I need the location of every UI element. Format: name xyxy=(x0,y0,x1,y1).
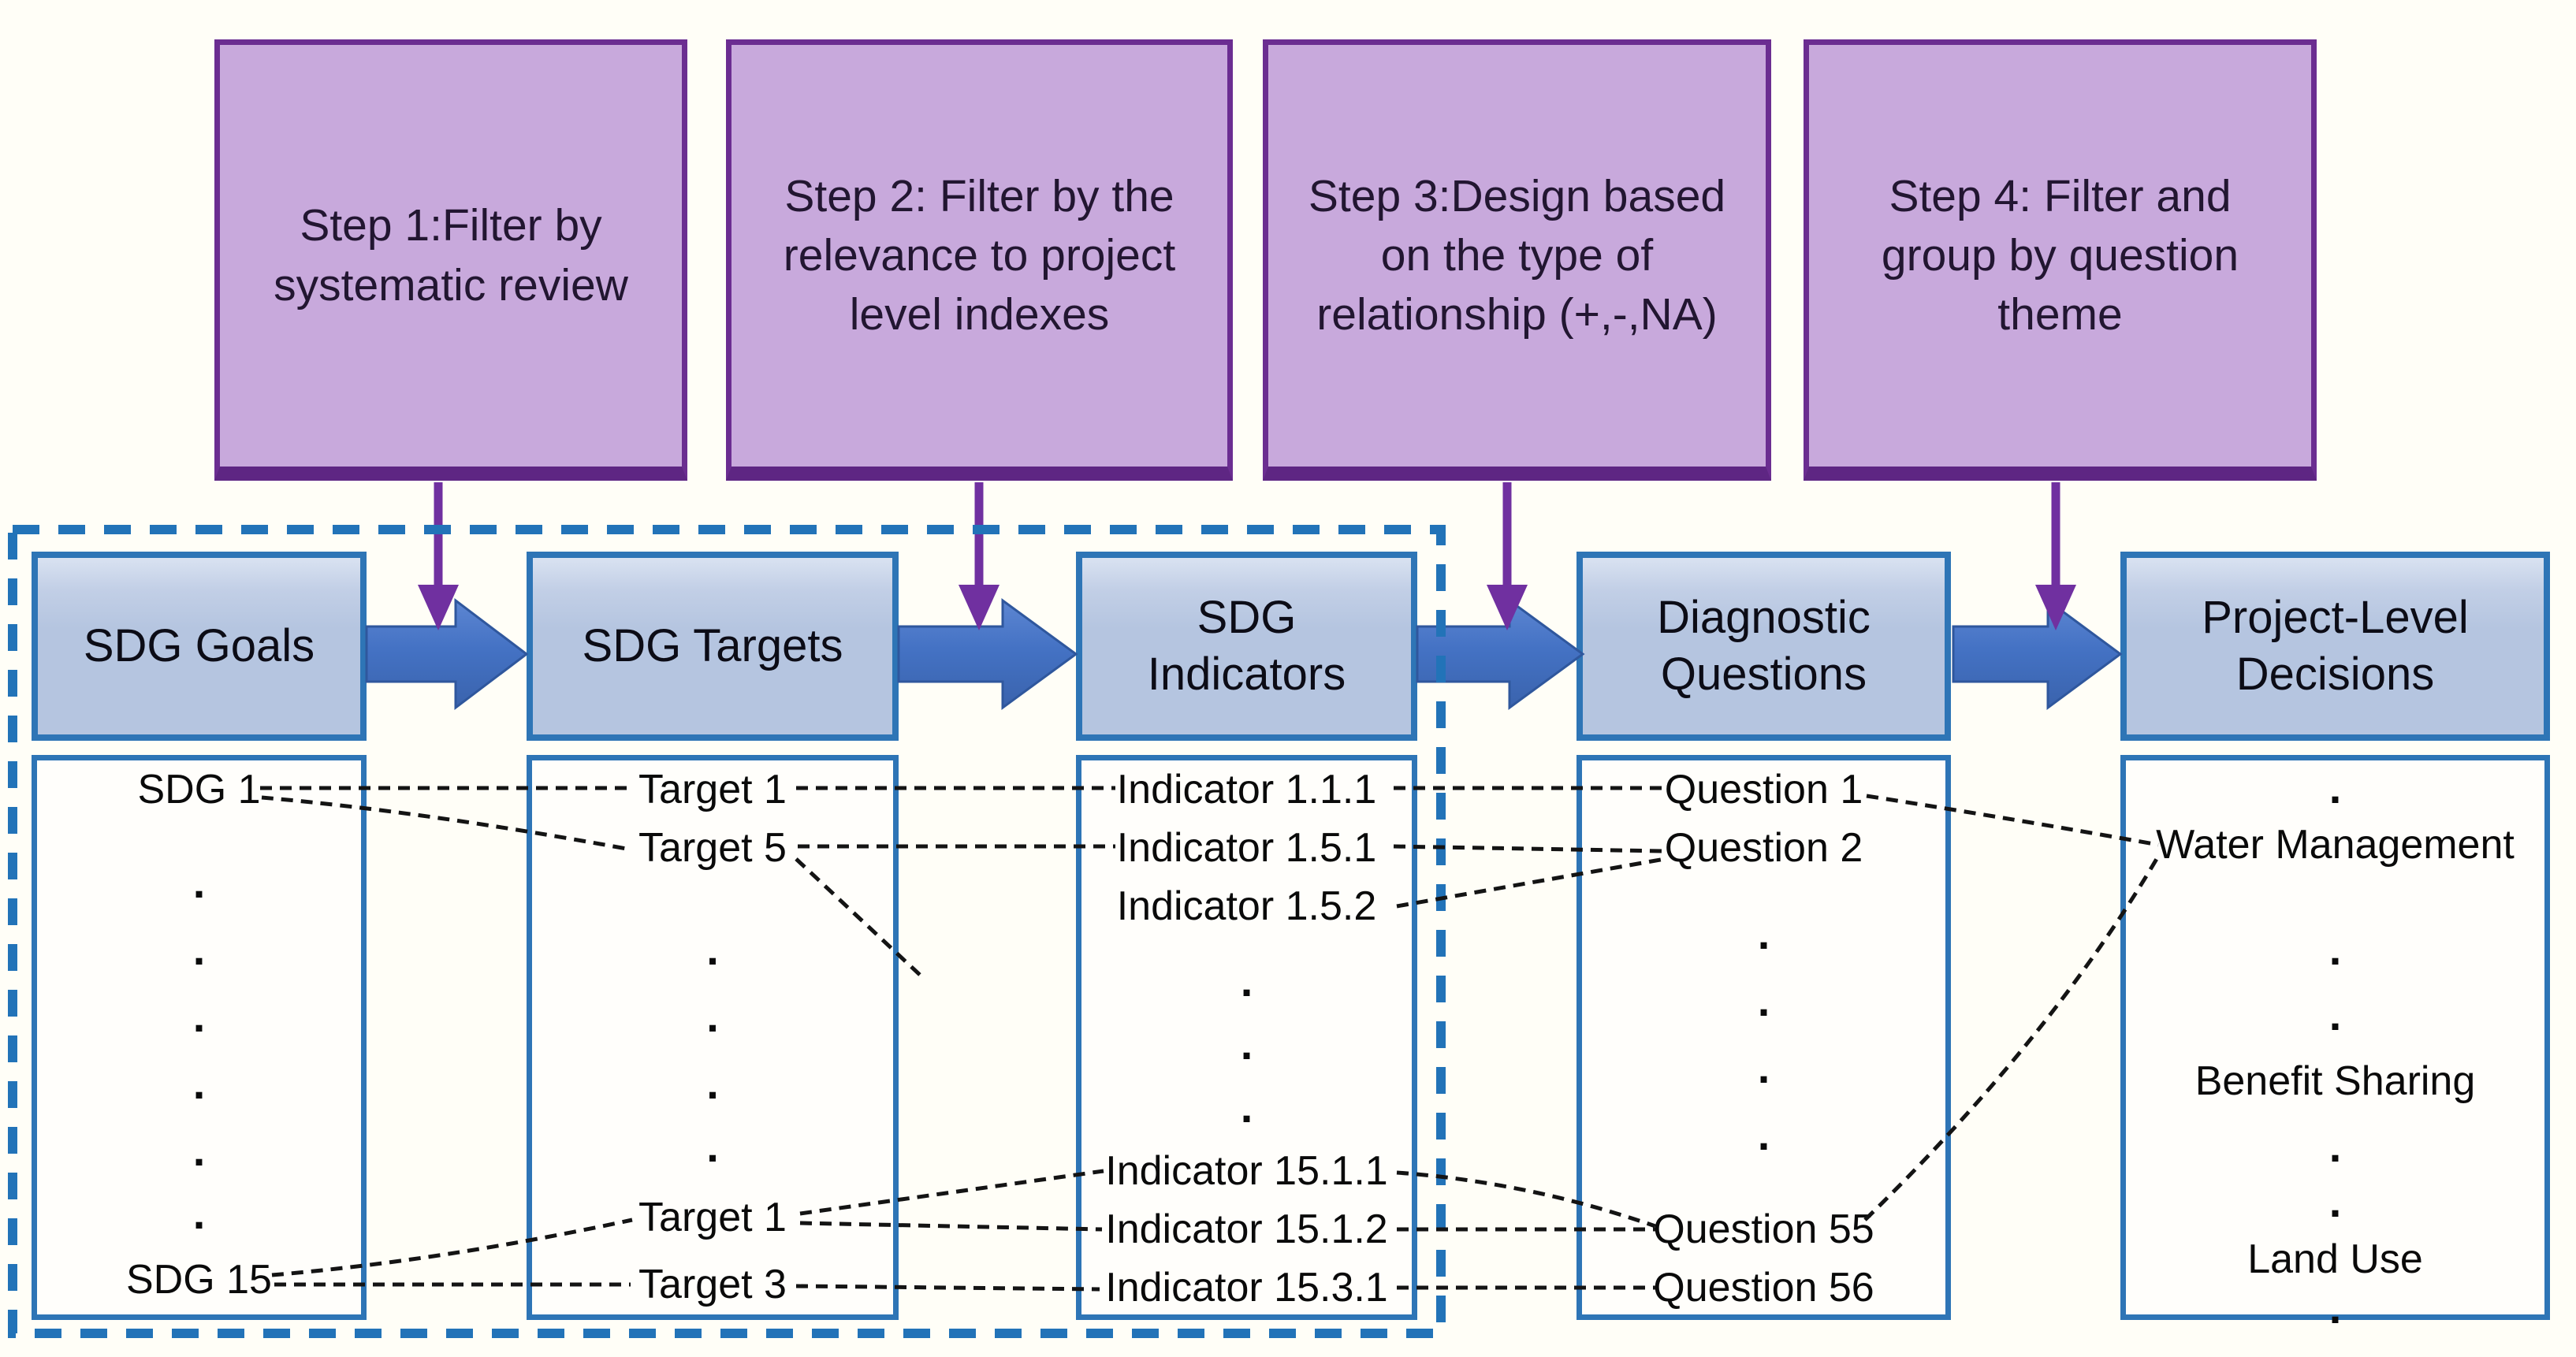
ellipsis-dot: . xyxy=(2328,924,2342,974)
header-diagnostic-questions: Diagnostic Questions xyxy=(1576,552,1951,741)
ellipsis-dot: . xyxy=(706,991,719,1041)
list-item: Question 2 xyxy=(1664,825,1863,871)
ellipsis-dot: . xyxy=(706,924,719,974)
list-item: Indicator 15.1.2 xyxy=(1105,1206,1388,1252)
header-sdg-goals: SDG Goals xyxy=(32,552,367,741)
header-sdg-indicators: SDG Indicators xyxy=(1076,552,1417,741)
ellipsis-dot: . xyxy=(706,1058,719,1108)
ellipsis-dot: . xyxy=(2328,990,2342,1039)
ellipsis-dot: . xyxy=(192,1188,206,1238)
list-item: Water Management xyxy=(2156,822,2515,868)
ellipsis-dot: . xyxy=(192,991,206,1041)
list-item: Question 56 xyxy=(1653,1265,1874,1311)
ellipsis-dot: . xyxy=(2328,763,2342,812)
step-3-label: Step 3:Design based on the type of relat… xyxy=(1308,170,1726,340)
list-item: Indicator 15.3.1 xyxy=(1105,1265,1388,1311)
list-item: Indicator 1.1.1 xyxy=(1116,767,1377,812)
header-sdg-targets: SDG Targets xyxy=(527,552,899,741)
header-sdg-goals-label: SDG Goals xyxy=(83,619,315,671)
ellipsis-dot: . xyxy=(2328,1283,2342,1333)
list-item: Target 1 xyxy=(638,767,787,812)
header-project-level-decisions-label: Project-Level Decisions xyxy=(2202,591,2469,701)
ellipsis-dot: . xyxy=(1240,956,1253,1006)
header-sdg-targets-label: SDG Targets xyxy=(582,619,843,671)
ellipsis-dot: . xyxy=(2328,1177,2342,1226)
ellipsis-dot: . xyxy=(1240,1082,1253,1132)
ellipsis-dot: . xyxy=(1757,1043,1770,1092)
ellipsis-dot: . xyxy=(1757,976,1770,1025)
header-project-level-decisions: Project-Level Decisions xyxy=(2120,552,2550,741)
ellipsis-dot: . xyxy=(1240,1019,1253,1069)
list-item: Target 1 xyxy=(638,1195,787,1240)
ellipsis-dot: . xyxy=(192,1125,206,1175)
ellipsis-dot: . xyxy=(192,857,206,907)
step-2-box: Step 2: Filter by the relevance to proje… xyxy=(726,39,1233,481)
list-item: Benefit Sharing xyxy=(2194,1058,2476,1104)
list-item: Question 1 xyxy=(1664,767,1863,812)
step-4-box: Step 4: Filter and group by question the… xyxy=(1804,39,2317,481)
header-sdg-indicators-label: SDG Indicators xyxy=(1147,591,1346,701)
header-diagnostic-questions-label: Diagnostic Questions xyxy=(1657,591,1871,701)
list-item: Land Use xyxy=(2247,1236,2423,1282)
ellipsis-dot: . xyxy=(192,1058,206,1108)
list-item: SDG 15 xyxy=(126,1257,272,1303)
list-item: Target 3 xyxy=(638,1262,787,1307)
step-2-label: Step 2: Filter by the relevance to proje… xyxy=(783,170,1176,340)
list-item: Question 55 xyxy=(1653,1206,1874,1252)
list-item: Indicator 1.5.1 xyxy=(1116,825,1377,871)
ellipsis-dot: . xyxy=(1757,1110,1770,1159)
list-item: SDG 1 xyxy=(137,767,261,812)
step-3-box: Step 3:Design based on the type of relat… xyxy=(1263,39,1771,481)
list-item: Indicator 15.1.1 xyxy=(1105,1148,1388,1194)
step-1-label: Step 1:Filter by systematic review xyxy=(274,200,628,310)
list-item: Indicator 1.5.2 xyxy=(1116,883,1377,929)
ellipsis-dot: . xyxy=(192,924,206,974)
ellipsis-dot: . xyxy=(1757,909,1770,958)
step-1-box: Step 1:Filter by systematic review xyxy=(214,39,687,481)
ellipsis-dot: . xyxy=(706,1121,719,1171)
ellipsis-dot: . xyxy=(2328,1121,2342,1171)
step-4-label: Step 4: Filter and group by question the… xyxy=(1881,170,2239,340)
list-item: Target 5 xyxy=(638,825,787,871)
